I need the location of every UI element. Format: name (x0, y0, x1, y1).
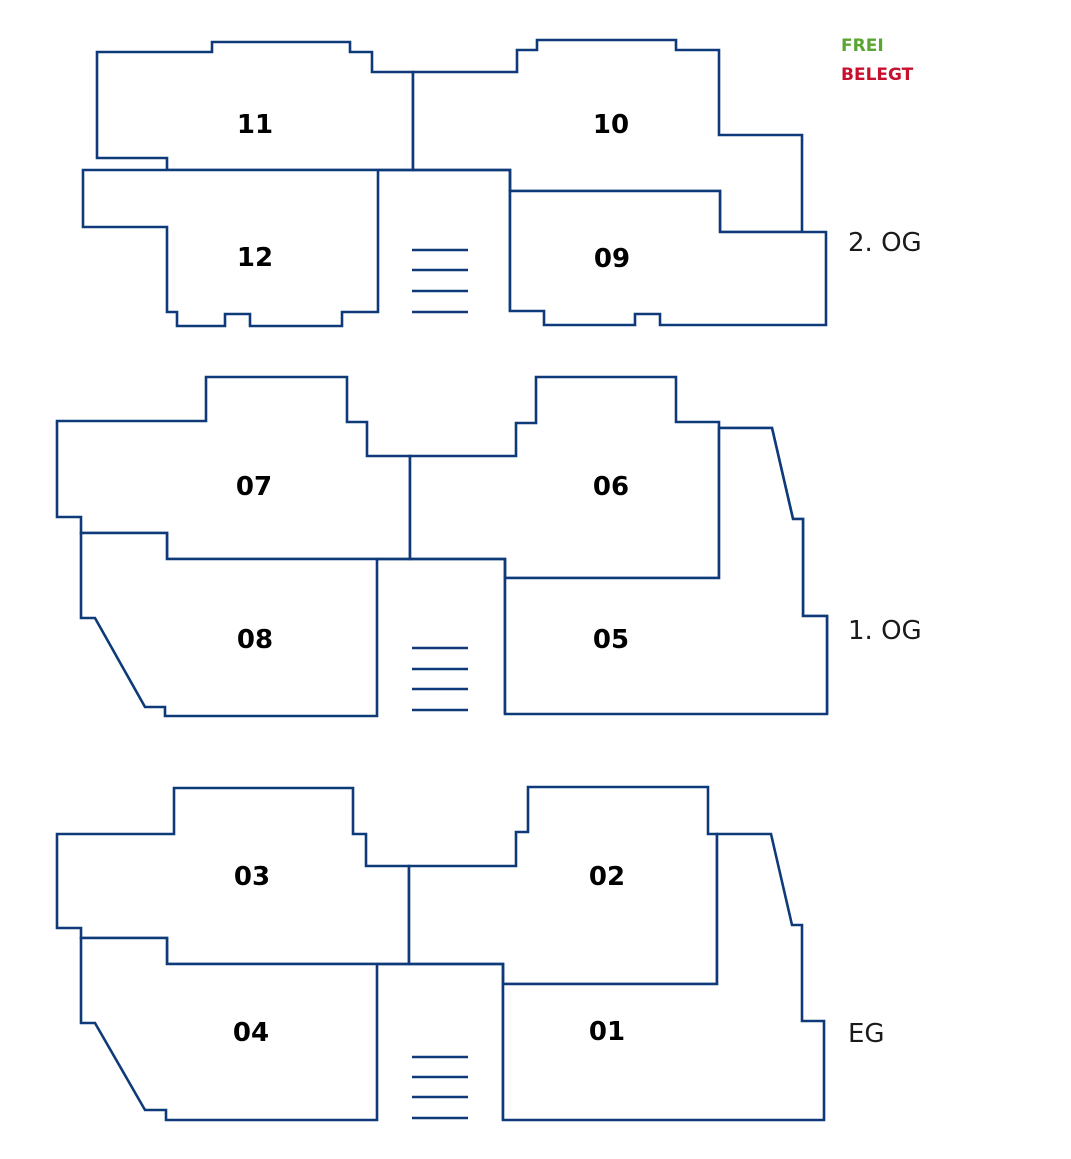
stairs-symbol (412, 248, 468, 314)
unit-09-label: 09 (594, 244, 630, 274)
floor-2-og: 11 10 12 09 2. OG (81, 38, 922, 328)
unit-02-label: 02 (589, 862, 625, 892)
unit-05-label: 05 (593, 625, 629, 655)
floor-label-eg: EG (848, 1019, 885, 1049)
legend-free-label[interactable]: FREI (841, 36, 884, 56)
unit-11-label: 11 (237, 110, 273, 140)
unit-08-shape[interactable] (79, 531, 379, 718)
unit-12-label: 12 (237, 243, 273, 273)
legend: FREI BELEGT (841, 36, 914, 85)
unit-05-shape[interactable] (503, 426, 829, 716)
stairs-symbol (412, 1055, 468, 1120)
unit-02-shape[interactable] (407, 785, 719, 986)
unit-06-label: 06 (593, 472, 629, 502)
stairs-symbol (412, 646, 468, 712)
unit-08-label: 08 (237, 625, 273, 655)
floor-label-2-og: 2. OG (848, 228, 922, 258)
unit-09-shape[interactable] (508, 189, 828, 327)
unit-03-label: 03 (234, 862, 270, 892)
stair-core-outline (377, 557, 507, 714)
unit-11-shape[interactable] (95, 40, 415, 172)
unit-01-label: 01 (589, 1017, 625, 1047)
unit-12-shape[interactable] (81, 168, 380, 328)
unit-10-label: 10 (593, 110, 629, 140)
unit-06-shape[interactable] (408, 375, 721, 580)
legend-occupied-label[interactable]: BELEGT (841, 65, 914, 85)
floor-1-og: 07 06 08 05 1. OG (55, 375, 922, 718)
floor-label-1-og: 1. OG (848, 616, 922, 646)
floor-eg: 03 02 04 01 EG (55, 785, 885, 1122)
unit-01-shape[interactable] (501, 832, 826, 1122)
unit-04-shape[interactable] (79, 936, 379, 1122)
unit-07-label: 07 (236, 472, 272, 502)
unit-04-label: 04 (233, 1018, 269, 1048)
